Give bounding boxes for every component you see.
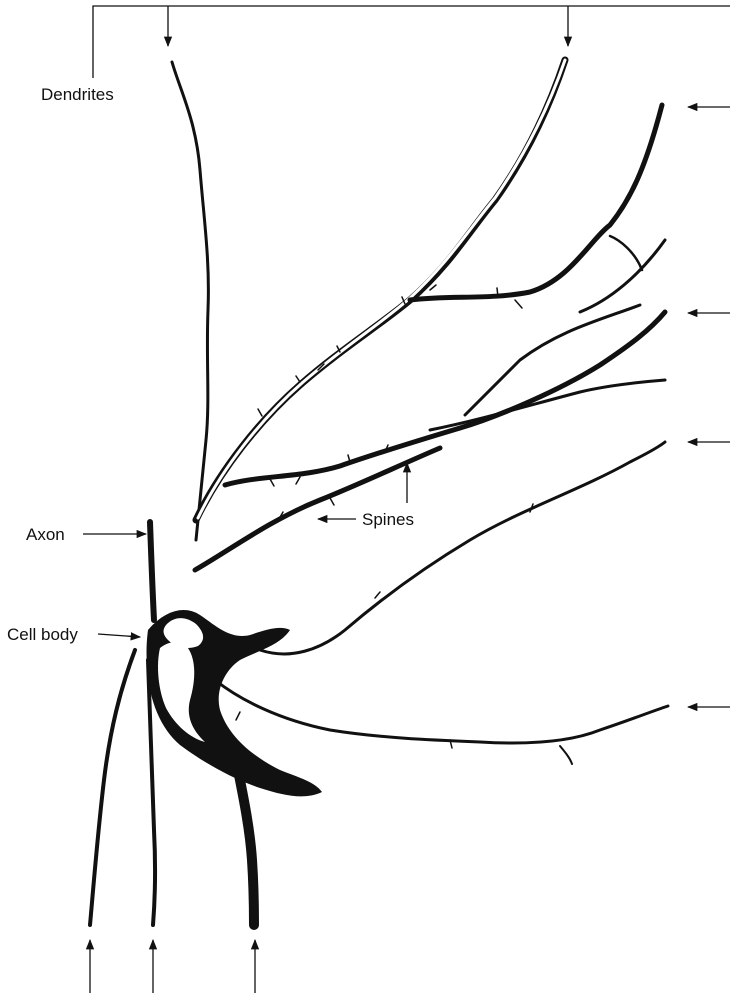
right-dendrite-arrows bbox=[688, 107, 730, 707]
cell-body-shape bbox=[147, 610, 323, 796]
dendrites-bracket bbox=[93, 6, 730, 78]
axon-label: Axon bbox=[26, 526, 65, 543]
dendrites-label: Dendrites bbox=[41, 86, 114, 103]
spines-label: Spines bbox=[362, 511, 414, 528]
label-arrows bbox=[83, 463, 407, 637]
bottom-dendrite-arrows bbox=[90, 940, 255, 993]
dendrite-branches bbox=[90, 60, 668, 925]
cell-body-arrow bbox=[98, 634, 140, 637]
cell-body-label: Cell body bbox=[7, 626, 78, 643]
